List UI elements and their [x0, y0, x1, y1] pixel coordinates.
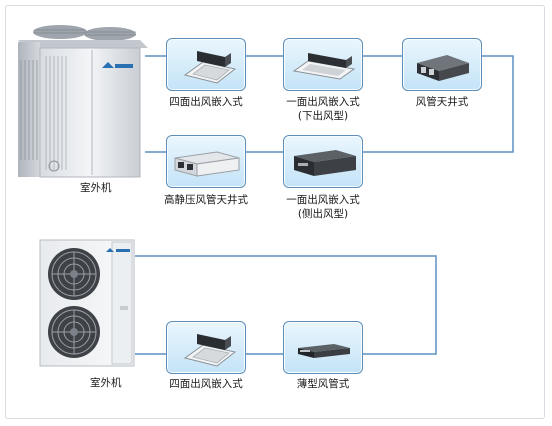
outdoor-unit-top — [12, 20, 152, 182]
unit-label-slim-duct: 薄型风管式 — [296, 378, 350, 390]
unit-box-four-way-cassette-top[interactable] — [166, 38, 246, 91]
outdoor-unit-top-image — [18, 25, 148, 178]
high-static-duct-icon — [174, 151, 240, 177]
unit-box-one-way-cassette-down[interactable] — [283, 38, 363, 91]
unit-box-high-static-duct[interactable] — [166, 135, 246, 188]
outdoor-unit-bottom — [36, 236, 138, 370]
outdoor-label-bottom: 室外机 — [90, 377, 122, 389]
one-way-cassette-down-icon — [292, 53, 356, 80]
slim-duct-icon — [298, 344, 350, 358]
unit-label-four-way-cassette-top: 四面出风嵌入式 — [169, 96, 243, 108]
one-way-cassette-side-icon — [294, 150, 356, 176]
unit-box-four-way-cassette-bottom[interactable] — [166, 321, 246, 374]
unit-label-one-way-cassette-down: 一面出风嵌入式 (下出风型) — [286, 96, 360, 122]
unit-label-high-static-duct: 高静压风管天井式 — [164, 194, 248, 206]
unit-label-one-way-cassette-side: 一面出风嵌入式 (侧出风型) — [286, 194, 360, 220]
four-way-cassette-icon — [183, 334, 237, 367]
outdoor-unit-bottom-image — [39, 239, 135, 367]
four-way-cassette-icon — [183, 51, 237, 84]
outdoor-label-top: 室外机 — [80, 182, 112, 194]
unit-box-ducted-ceiling[interactable] — [402, 38, 482, 91]
unit-box-slim-duct[interactable] — [283, 321, 363, 374]
ducted-ceiling-icon — [417, 55, 469, 81]
unit-label-ducted-ceiling: 风管天井式 — [415, 96, 469, 108]
unit-box-one-way-cassette-side[interactable] — [283, 135, 363, 188]
unit-label-four-way-cassette-bottom: 四面出风嵌入式 — [169, 378, 243, 390]
